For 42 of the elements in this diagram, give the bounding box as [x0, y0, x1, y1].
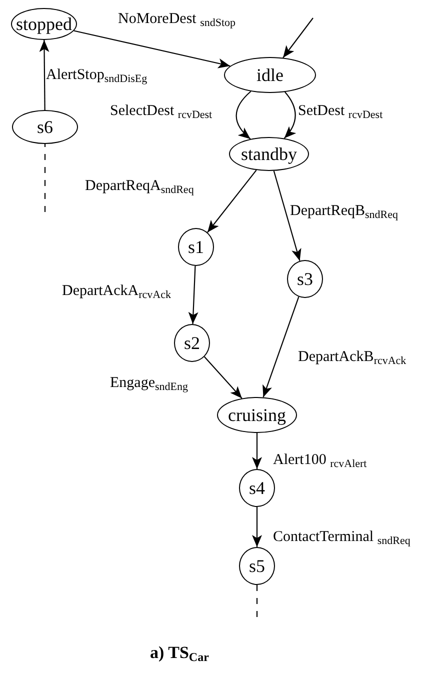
transition-arrow: [204, 356, 242, 399]
edge-label: DepartReqA$_{sndReq}$: [85, 179, 194, 194]
state-name: s5: [248, 557, 265, 575]
transition-arrow: [207, 170, 257, 233]
caption: a) TS$_{Car}$: [150, 642, 209, 666]
state-ellipse: [11, 8, 77, 40]
transition-arrow: [188, 266, 198, 324]
state-circle: [174, 324, 210, 362]
state-name: s3: [296, 270, 313, 288]
transition-arrow: [74, 30, 230, 68]
edge-label: DepartAckB$_{rcvAck}$: [298, 350, 406, 365]
transition-arrow: [282, 18, 314, 58]
state-circle: [239, 469, 275, 507]
state-ellipse: [224, 57, 316, 93]
state-name: cruising: [228, 406, 286, 424]
state-circle: [239, 547, 275, 585]
transition-arrow: [273, 170, 302, 261]
state-name: s4: [248, 479, 265, 497]
state-circle: [178, 228, 214, 266]
state-name: idle: [256, 66, 284, 84]
transition-arrow: [252, 507, 262, 547]
transition-arrow: [284, 92, 296, 139]
edge-label: DepartReqB$_{sndReq}$: [290, 204, 398, 219]
edge-label: Alert100 $_{rcvAlert}$: [273, 453, 367, 468]
state-circle: [287, 260, 323, 298]
transition-arrow: [252, 433, 262, 469]
transition-arrow: [262, 296, 300, 398]
edge-label: Engage$_{sndEng}$: [110, 376, 188, 391]
state-name: s1: [188, 238, 204, 256]
state-name: s6: [36, 118, 53, 136]
dashed-line: [44, 144, 46, 212]
edge-label: SetDest $_{rcvDest}$: [298, 104, 383, 119]
edge-label: ContactTerminal $_{sndReq}$: [273, 530, 410, 545]
state-name: standby: [241, 145, 297, 163]
edge-label: DepartAckA$_{rcvAck}$: [62, 284, 172, 299]
edge-label: NoMoreDest $_{sndStop}$: [118, 12, 236, 27]
edge-label: AlertStop$_{sndDisEg}$: [46, 68, 148, 83]
state-name: stopped: [16, 15, 72, 33]
transition-arrow: [39, 40, 50, 110]
transition-arrow: [236, 90, 252, 140]
edge-label: SelectDest $_{rcvDest}$: [110, 104, 212, 119]
state-name: s2: [184, 334, 200, 352]
